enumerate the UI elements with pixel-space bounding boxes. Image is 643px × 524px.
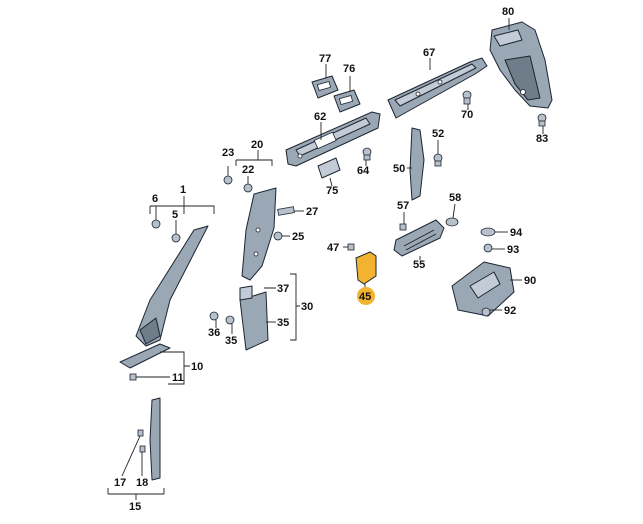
label-5[interactable]: 5 xyxy=(172,209,178,221)
part-35-b-pillar-lower[interactable] xyxy=(239,291,269,351)
highlight-badge-45 xyxy=(357,287,375,305)
label-22[interactable]: 22 xyxy=(242,164,254,176)
fastener-11[interactable] xyxy=(129,373,137,381)
fastener-70[interactable] xyxy=(462,90,472,105)
label-77[interactable]: 77 xyxy=(319,53,331,65)
label-94[interactable]: 94 xyxy=(510,227,523,239)
part-67-side-trim[interactable] xyxy=(387,57,488,119)
fastener-94[interactable] xyxy=(480,227,496,237)
fastener-47[interactable] xyxy=(347,243,355,251)
label-80[interactable]: 80 xyxy=(502,6,514,18)
fastener-23[interactable] xyxy=(223,175,233,185)
fastener-58[interactable] xyxy=(445,217,459,227)
callout-labels: 80 83 67 70 77 76 62 64 75 50 52 57 58 5… xyxy=(114,6,548,513)
part-50-pillar-trim[interactable] xyxy=(409,127,425,201)
leader-lines xyxy=(107,18,544,500)
fastener-52[interactable] xyxy=(433,153,443,167)
part-75-cap[interactable] xyxy=(317,157,341,179)
label-6[interactable]: 6 xyxy=(152,193,158,205)
label-75[interactable]: 75 xyxy=(326,185,338,197)
label-50[interactable]: 50 xyxy=(393,163,405,175)
part-15-pillar-strip[interactable] xyxy=(149,397,161,481)
label-57[interactable]: 57 xyxy=(397,200,409,212)
part-10-sill-trim[interactable] xyxy=(119,343,171,369)
label-15[interactable]: 15 xyxy=(129,501,141,513)
label-64[interactable]: 64 xyxy=(357,165,370,177)
label-36[interactable]: 36 xyxy=(208,327,220,339)
part-45-pad[interactable] xyxy=(355,251,377,285)
part-90-bracket[interactable] xyxy=(451,261,515,317)
fastener-17[interactable] xyxy=(137,429,144,437)
label-23[interactable]: 23 xyxy=(222,147,234,159)
label-76[interactable]: 76 xyxy=(343,63,355,75)
fastener-93[interactable] xyxy=(483,243,493,253)
part-1-a-pillar-trim[interactable] xyxy=(135,225,209,347)
label-67[interactable]: 67 xyxy=(423,47,435,59)
label-58[interactable]: 58 xyxy=(449,192,461,204)
fastener-36[interactable] xyxy=(209,311,219,321)
part-77-cover[interactable] xyxy=(311,75,339,99)
label-93[interactable]: 93 xyxy=(507,244,519,256)
label-17[interactable]: 17 xyxy=(114,477,126,489)
label-83[interactable]: 83 xyxy=(536,133,548,145)
label-10[interactable]: 10 xyxy=(191,361,203,373)
label-45[interactable]: 45 xyxy=(359,291,371,303)
label-25[interactable]: 25 xyxy=(292,231,304,243)
label-90[interactable]: 90 xyxy=(524,275,536,287)
label-30[interactable]: 30 xyxy=(301,301,313,313)
label-11[interactable]: 11 xyxy=(172,372,184,384)
part-37-clip[interactable] xyxy=(239,285,253,301)
label-62[interactable]: 62 xyxy=(314,111,326,123)
part-20-b-pillar-upper[interactable] xyxy=(241,187,277,281)
label-37[interactable]: 37 xyxy=(277,283,289,295)
label-35-left[interactable]: 35 xyxy=(225,335,237,347)
label-18[interactable]: 18 xyxy=(136,477,148,489)
fastener-35[interactable] xyxy=(225,315,235,325)
fastener-57[interactable] xyxy=(399,223,407,231)
fastener-64[interactable] xyxy=(362,147,372,161)
part-27-clip[interactable] xyxy=(277,206,295,216)
fastener-5[interactable] xyxy=(171,233,181,243)
label-35-right[interactable]: 35 xyxy=(277,317,289,329)
part-62-trim-panel[interactable] xyxy=(285,111,381,167)
fastener-6[interactable] xyxy=(151,219,161,229)
label-20[interactable]: 20 xyxy=(251,139,263,151)
fastener-22[interactable] xyxy=(243,183,253,193)
part-55-vent[interactable] xyxy=(393,219,445,257)
label-52[interactable]: 52 xyxy=(432,128,444,140)
label-55[interactable]: 55 xyxy=(413,259,425,271)
part-80-rear-trim[interactable] xyxy=(489,21,553,109)
fastener-92[interactable] xyxy=(481,307,491,317)
label-47[interactable]: 47 xyxy=(327,242,339,254)
part-76-cover[interactable] xyxy=(333,89,361,113)
label-70[interactable]: 70 xyxy=(461,109,473,121)
fastener-83[interactable] xyxy=(537,113,547,127)
fastener-25[interactable] xyxy=(273,231,283,241)
fastener-18[interactable] xyxy=(139,445,146,453)
label-27[interactable]: 27 xyxy=(306,206,318,218)
label-92[interactable]: 92 xyxy=(504,305,516,317)
label-1[interactable]: 1 xyxy=(180,184,186,196)
